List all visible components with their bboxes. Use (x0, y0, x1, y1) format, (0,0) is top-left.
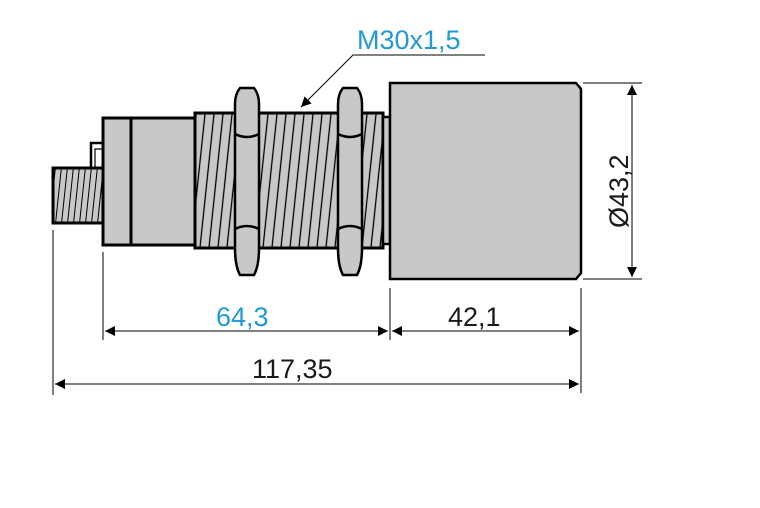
head-length-label: 42,1 (448, 302, 501, 332)
nut-right (336, 86, 364, 277)
rear-housing (101, 116, 197, 247)
sensing-head (388, 81, 583, 281)
connector-tab (89, 141, 103, 168)
nut-left (233, 86, 261, 277)
dimension-lines (52, 54, 642, 395)
body-length-label: 64,3 (216, 302, 269, 332)
diameter-label: Ø43,2 (604, 154, 634, 228)
sensor-body (51, 81, 583, 281)
thread-label: M30x1,5 (357, 25, 461, 55)
connector-thread (51, 166, 105, 225)
total-length-label: 117,35 (252, 354, 333, 384)
